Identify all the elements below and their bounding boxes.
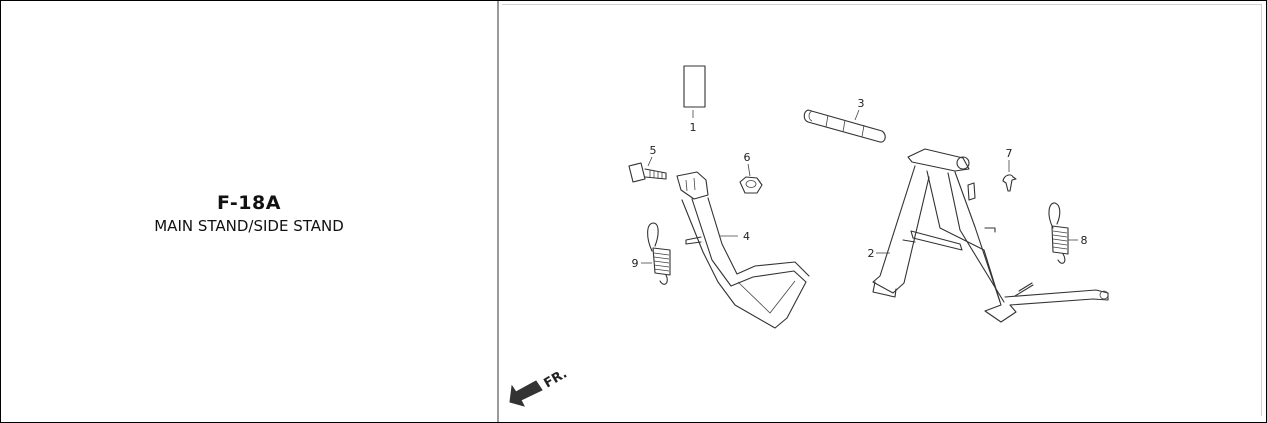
part-5-bolt: 5 [628,144,667,183]
exploded-diagram-panel [499,1,1266,421]
part-7-cotter-pin: 7 [1002,147,1017,192]
part-8-main-stand-spring: 8 [1048,202,1088,264]
callout-3: 3 [858,97,865,110]
front-direction-arrow-icon: FR. [509,366,570,407]
callout-6: 6 [744,151,751,164]
part-3-pivot-pipe: 3 [803,97,886,143]
front-direction-label: FR. [542,366,570,391]
section-name: MAIN STAND/SIDE STAND [154,217,344,235]
panel-divider [497,1,499,422]
section-code: F-18A [217,192,281,214]
callout-5: 5 [650,144,657,157]
part-9-side-stand-spring: 9 [632,222,671,285]
callout-9: 9 [632,257,639,270]
callout-7: 7 [1006,147,1013,160]
callout-8: 8 [1081,234,1088,247]
part-6-nut: 6 [739,151,763,194]
section-title-panel: F-18A MAIN STAND/SIDE STAND [1,1,497,421]
part-4-side-stand: 4 [676,171,810,329]
part-2-main-stand: 2 [868,148,1109,323]
diagram-border [502,4,1262,416]
part-1-label-sticker: 1 [683,65,706,134]
callout-1: 1 [690,121,697,134]
callout-2: 2 [868,247,875,260]
callout-4: 4 [743,230,750,243]
